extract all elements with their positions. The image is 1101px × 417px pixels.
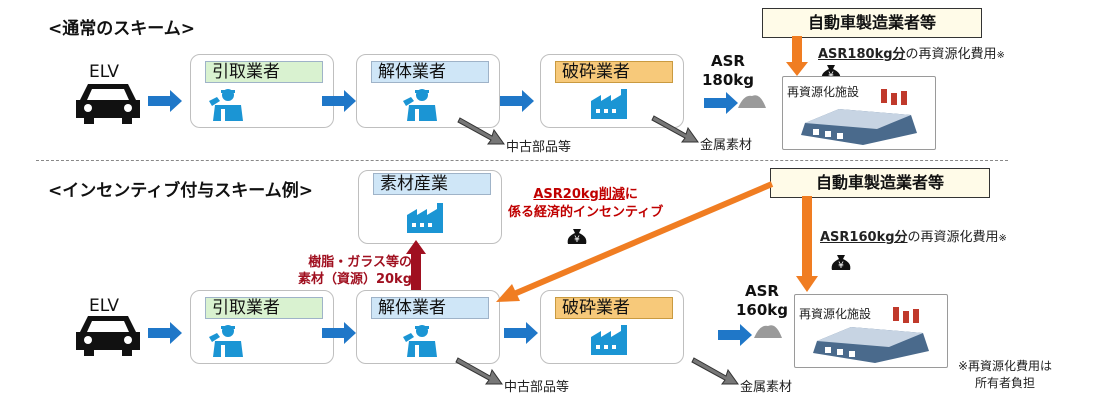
note-line-2: 所有者負担 [975,376,1036,390]
svg-text:¥: ¥ [574,235,580,245]
normal-scheme-heading: <通常のスキーム> [48,19,195,39]
orange-arrow-icon [786,36,808,76]
flow-arrow-icon [148,90,182,112]
flow-arrow-icon [500,90,534,112]
worker-icon [209,89,243,121]
flow-arrow-icon [148,322,182,344]
collector-box: 引取業者 [190,54,334,128]
cost-amount: ASR180kg分 [818,47,906,62]
recycling-facility-box: 再資源化施設 [794,294,948,368]
gray-arrow-icon [455,357,503,385]
recycling-cost: ASR180kg分の再資源化費用※ [818,43,1005,62]
resin-line-2: 素材（資源）20kg [297,272,412,287]
metals-label: 金属素材 [700,138,753,153]
collector-label: 引取業者 [205,61,323,83]
car-icon [76,84,140,124]
collector-box: 引取業者 [190,290,334,364]
money-bag-icon: ¥ [831,255,851,271]
material-arrow-icon [406,240,426,296]
asr-amount: ASR 180kg [700,52,756,90]
incentive-scheme-heading: <インセンティブ付与スキーム例> [48,181,313,201]
asr-label: ASR [711,52,745,70]
facility-label: 再資源化施設 [787,85,860,99]
automaker-box: 自動車製造業者等 [762,8,982,38]
cost-text: の再資源化費用 [905,47,997,62]
asr-weight: 180kg [701,71,755,89]
shredder-box: 破砕業者 [540,54,684,128]
incentive-amount: ASR20kg削減 [533,187,625,202]
gray-arrow-icon [651,115,699,143]
flow-arrow-icon [718,324,752,346]
flow-arrow-icon [322,322,356,344]
gray-arrow-icon [691,357,739,385]
factory-icon [407,203,443,233]
facility-building-icon [813,307,929,363]
factory-icon [591,325,627,355]
car-icon [76,316,140,356]
flow-arrow-icon [704,92,738,114]
resin-materials-note: 樹脂・ガラス等の 素材（資源）20kg [262,254,412,288]
worker-icon [403,89,437,121]
materials-industry-box: 素材産業 [358,170,502,244]
metals-label: 金属素材 [740,380,793,395]
flow-arrow-icon [504,322,538,344]
cost-text: の再資源化費用 [907,230,999,245]
facility-building-icon [801,89,917,145]
recycling-cost: ASR160kg分の再資源化費用※ [820,226,1007,245]
cost-amount: ASR160kg分 [820,230,908,245]
shredder-label: 破砕業者 [555,297,673,319]
shredder-box: 破砕業者 [540,290,684,364]
worker-icon [403,325,437,357]
shredder-label: 破砕業者 [555,61,673,83]
asr-weight: 160kg [735,301,789,319]
asr-pile-icon [738,95,766,108]
dismantler-label: 解体業者 [371,297,489,319]
worker-icon [209,325,243,357]
materials-industry-label: 素材産業 [373,173,491,195]
recycling-facility-box: 再資源化施設 [782,76,936,150]
collector-label: 引取業者 [205,297,323,319]
incentive-description: 係る経済的インセンティブ [508,205,664,220]
cost-note-mark: ※ [996,50,1005,61]
asr-label: ASR [745,282,779,300]
elv-label: ELV [89,62,119,82]
gray-arrow-icon [457,117,505,145]
elv-label: ELV [89,296,119,316]
scheme-divider [36,160,1008,161]
incentive-note: ASR20kg削減に 係る経済的インセンティブ [508,186,663,222]
dismantler-label: 解体業者 [371,61,489,83]
asr-amount: ASR 160kg [734,282,790,320]
dismantler-box: 解体業者 [356,290,500,364]
facility-label: 再資源化施設 [799,307,872,321]
svg-text:¥: ¥ [838,261,844,271]
cost-note-mark: ※ [998,233,1007,244]
flow-arrow-icon [322,90,356,112]
money-bag-icon: ¥ [567,229,587,245]
note-line-1: ※再資源化費用は [958,359,1053,373]
used-parts-label: 中古部品等 [504,380,570,395]
factory-icon [591,89,627,119]
incentive-suffix: に [624,187,638,202]
used-parts-label: 中古部品等 [506,140,572,155]
owner-burden-note: ※再資源化費用は 所有者負担 [958,358,1052,392]
asr-pile-icon [754,325,782,338]
dismantler-box: 解体業者 [356,54,500,128]
orange-arrow-icon [796,196,818,292]
automaker-box: 自動車製造業者等 [770,168,990,198]
resin-line-1: 樹脂・ガラス等の [308,255,412,270]
